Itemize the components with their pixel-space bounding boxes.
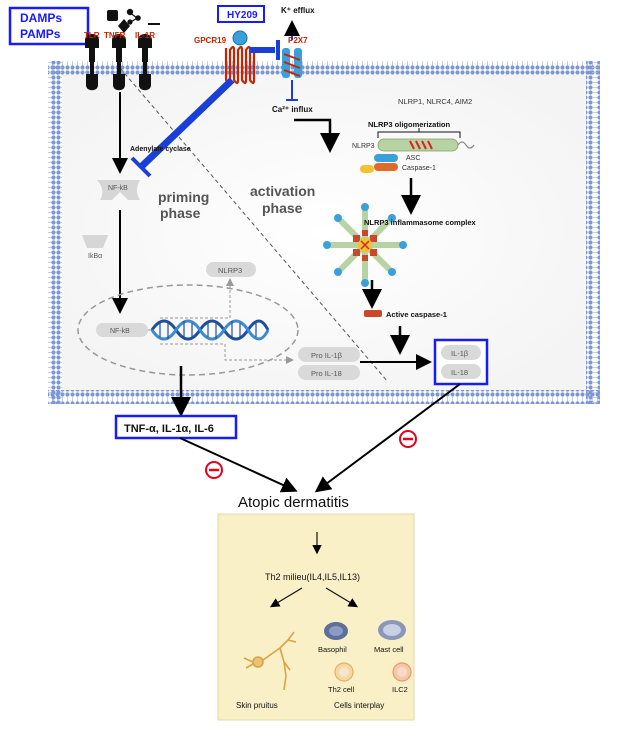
hy209-box: [217, 5, 265, 23]
arrow-ca-oligomerization: [294, 118, 340, 153]
th2-cell-label: Th2 cell: [328, 685, 355, 694]
nfkb-cyto-label: NF-kB: [108, 185, 128, 192]
pamps-label: PAMPs: [20, 27, 61, 41]
asc-label: ASC: [406, 155, 420, 162]
minus-right-icon: [399, 430, 417, 448]
activation-phase-label: phase: [262, 200, 303, 216]
mast-cell-icon: [378, 620, 406, 640]
priming-label: priming: [158, 189, 209, 205]
nfkb-nucleus-label: NF-kB: [110, 328, 130, 335]
receptor-tlr: [85, 34, 99, 91]
arrow-cytokines-ad: [179, 437, 298, 493]
gpcr19-label: GPCR19: [194, 36, 227, 45]
nfkb-nucleus-pill: [96, 323, 148, 337]
il1r-label: IL-1R: [135, 31, 155, 40]
complex-label: NLRP3 inflammasome complex: [364, 218, 477, 227]
ilc2-label: ILC2: [392, 685, 408, 694]
ikba-label: IkBα: [88, 253, 102, 260]
arrow-dna-pro: [160, 343, 294, 364]
nfkb-complex: [97, 180, 140, 200]
hy209-label: HY209: [227, 10, 258, 21]
receptor-tnfr: [112, 34, 126, 91]
cells-interplay-label: Cells interplay: [334, 701, 384, 710]
nlrp3-protein-label: NLRP3: [352, 143, 375, 150]
ligand-icons: [107, 8, 160, 33]
oligomerization-label: NLRP3 oligomerization: [368, 120, 451, 129]
p2x7-label: P2X7: [288, 36, 308, 45]
pro-il1b-label: Pro IL-1β: [311, 351, 343, 360]
il1b-label: IL-1β: [451, 349, 469, 358]
neuron-icon: [243, 631, 297, 691]
basophil-label: Basophil: [318, 645, 347, 654]
ikba-shape: [82, 235, 108, 248]
caspase1-label: Caspase-1: [402, 165, 436, 172]
th2-panel: [217, 513, 415, 721]
nlrp3-gene-label: NLRP3: [218, 266, 242, 275]
ca-influx-label: Ca²⁺ influx: [272, 105, 313, 114]
arrow-dna-nlrp3: [160, 278, 234, 319]
basophil-icon: [324, 622, 348, 640]
tnfr-label: TNFR: [104, 31, 126, 40]
tlr-label: TLR: [84, 31, 100, 40]
p2x7-channel: [282, 20, 302, 101]
ilc2-icon: [392, 662, 412, 682]
il18-label: IL-18: [451, 368, 468, 377]
adenylate-cyclase-label: Adenylate cyclase: [130, 146, 191, 153]
k-efflux-label: K⁺ efflux: [281, 6, 315, 15]
damps-label: DAMPs: [20, 11, 62, 25]
phase-divider: [119, 67, 389, 383]
arrow-il1b-ad: [314, 383, 461, 493]
receptor-il1r: [138, 34, 152, 91]
nucleus: [77, 284, 299, 376]
pro-il18-label: Pro IL-18: [311, 369, 342, 378]
priming-phase-label: phase: [160, 205, 201, 221]
skin-pruitus-label: Skin pruitus: [236, 701, 278, 710]
pro-il18-pill: [298, 365, 360, 380]
dna-helix: [150, 319, 270, 341]
hy209-ligand: [232, 30, 248, 46]
cell-membrane: [48, 61, 600, 404]
pro-il1b-pill: [298, 347, 360, 362]
inflammasome-complex: [323, 203, 407, 287]
active-caspase-shape: [364, 310, 382, 317]
cytokine-box: [114, 414, 238, 440]
th2-milieu-label: Th2 milieu(IL4,IL5,IL13): [265, 572, 360, 582]
cytokine-label: TNF-α, IL-1α, IL-6: [124, 423, 214, 435]
arrow-th2-cells: [325, 587, 359, 608]
arrow-th2-skin: [269, 587, 303, 608]
minus-left-icon: [205, 461, 223, 479]
activation-label: activation: [250, 183, 315, 199]
nlrp-family-label: NLRP1, NLRC4, AIM2: [398, 97, 472, 106]
damps-pamps-box: [8, 6, 90, 46]
atopic-dermatitis-label: Atopic dermatitis: [238, 494, 349, 511]
mast-cell-label: Mast cell: [374, 645, 404, 654]
inhibit-adenylate-line: [139, 77, 235, 169]
nlrp3-gene-pill: [206, 262, 256, 277]
th2-cell-icon: [334, 662, 354, 682]
active-caspase-label: Active caspase-1: [386, 310, 447, 319]
nlrp3-protein: [360, 138, 475, 173]
